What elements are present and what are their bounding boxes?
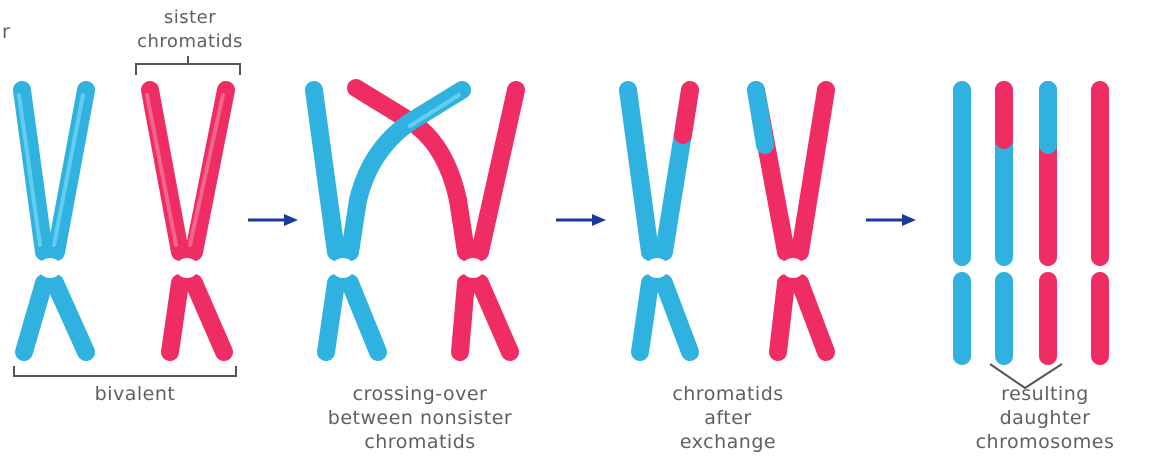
sister-label-line1: sister [110, 6, 270, 30]
bivalent-label: bivalent [60, 382, 210, 406]
crossing-over-label: crossing-over between nonsister chromati… [255, 382, 585, 454]
after-label-line1: chromatids [628, 382, 828, 406]
after-exchange-label: chromatids after exchange [628, 382, 828, 454]
stage-bivalent [14, 56, 240, 376]
after-label-line2: after [628, 406, 828, 430]
sister-chromatids-bracket [136, 56, 240, 75]
chromosome-pink [147, 90, 226, 352]
after-label-line3: exchange [628, 430, 828, 454]
sister-chromatids-label: sister chromatids [110, 6, 270, 54]
stage-crossing-over [314, 88, 516, 352]
bivalent-bracket [14, 366, 236, 376]
result-label-line2: daughter [935, 406, 1155, 430]
arrow-right-icon [866, 214, 916, 226]
stage-after-exchange [628, 90, 826, 352]
sister-label-line2: chromatids [110, 30, 270, 54]
daughter-chromosomes-label: resulting daughter chromosomes [935, 382, 1155, 454]
result-label-line3: chromosomes [935, 430, 1155, 454]
arrow-right-icon [248, 214, 298, 226]
crossing-label-line1: crossing-over [255, 382, 585, 406]
result-label-line1: resulting [935, 382, 1155, 406]
stage-daughter-chromosomes [962, 90, 1100, 356]
crossing-label-line2: between nonsister [255, 406, 585, 430]
arrow-right-icon [556, 214, 606, 226]
crossing-label-line3: chromatids [255, 430, 585, 454]
corner-glyph: r [2, 20, 16, 44]
chromosome-blue [19, 90, 86, 352]
